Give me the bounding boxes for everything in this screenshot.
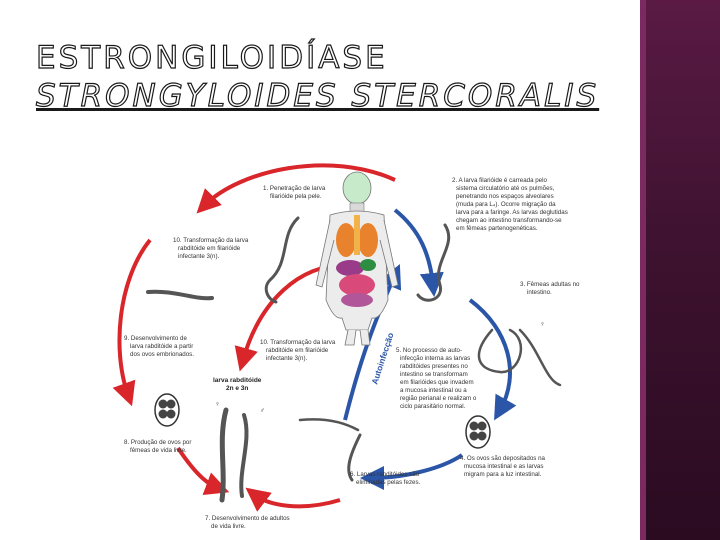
decorative-sidebar xyxy=(640,0,720,540)
free-living-cycle-arrow xyxy=(196,163,396,214)
autoinfection-label: Autoinfecção xyxy=(369,331,395,385)
parasitic-cycle-arrow xyxy=(393,208,444,297)
free-living-cycle-arrow xyxy=(112,238,152,407)
step-5-label: 5. No processo de auto-infecção interna … xyxy=(396,347,477,410)
life-cycle-diagram: ♀ ♀ ♂ Autoinfecção 1. Penetração de larv… xyxy=(112,163,580,530)
parasitic-cycle-arrow xyxy=(360,453,464,490)
human-figure xyxy=(315,171,399,346)
adult-female xyxy=(518,328,562,387)
male-symbol: ♂ xyxy=(260,407,265,414)
slide-subtitle: STRONGYLOIDES STERCORALIS xyxy=(35,77,600,114)
worms xyxy=(146,216,562,503)
free-living-cycle-arrow xyxy=(245,487,341,512)
sidebar-stripe xyxy=(640,0,646,540)
filariform-larva xyxy=(416,223,451,302)
female-symbol: ♀ xyxy=(540,321,545,328)
female-symbol: ♀ xyxy=(215,401,220,408)
egg-cluster-intestinal xyxy=(465,415,491,449)
adult-female xyxy=(477,328,522,374)
rhabditiform-larva xyxy=(298,418,360,432)
free-living-female xyxy=(219,407,229,503)
rhabditiform-larva xyxy=(146,289,214,301)
rhabditiform-larva xyxy=(347,433,362,482)
slide-title: ESTRONGILOIDÍASE xyxy=(35,39,388,76)
free-living-cycle-arrow xyxy=(176,446,230,496)
egg-cluster-free-living xyxy=(154,393,180,427)
parasitic-cycle-arrow xyxy=(468,298,517,421)
filariform-larva xyxy=(264,216,300,304)
free-living-male xyxy=(239,413,249,498)
